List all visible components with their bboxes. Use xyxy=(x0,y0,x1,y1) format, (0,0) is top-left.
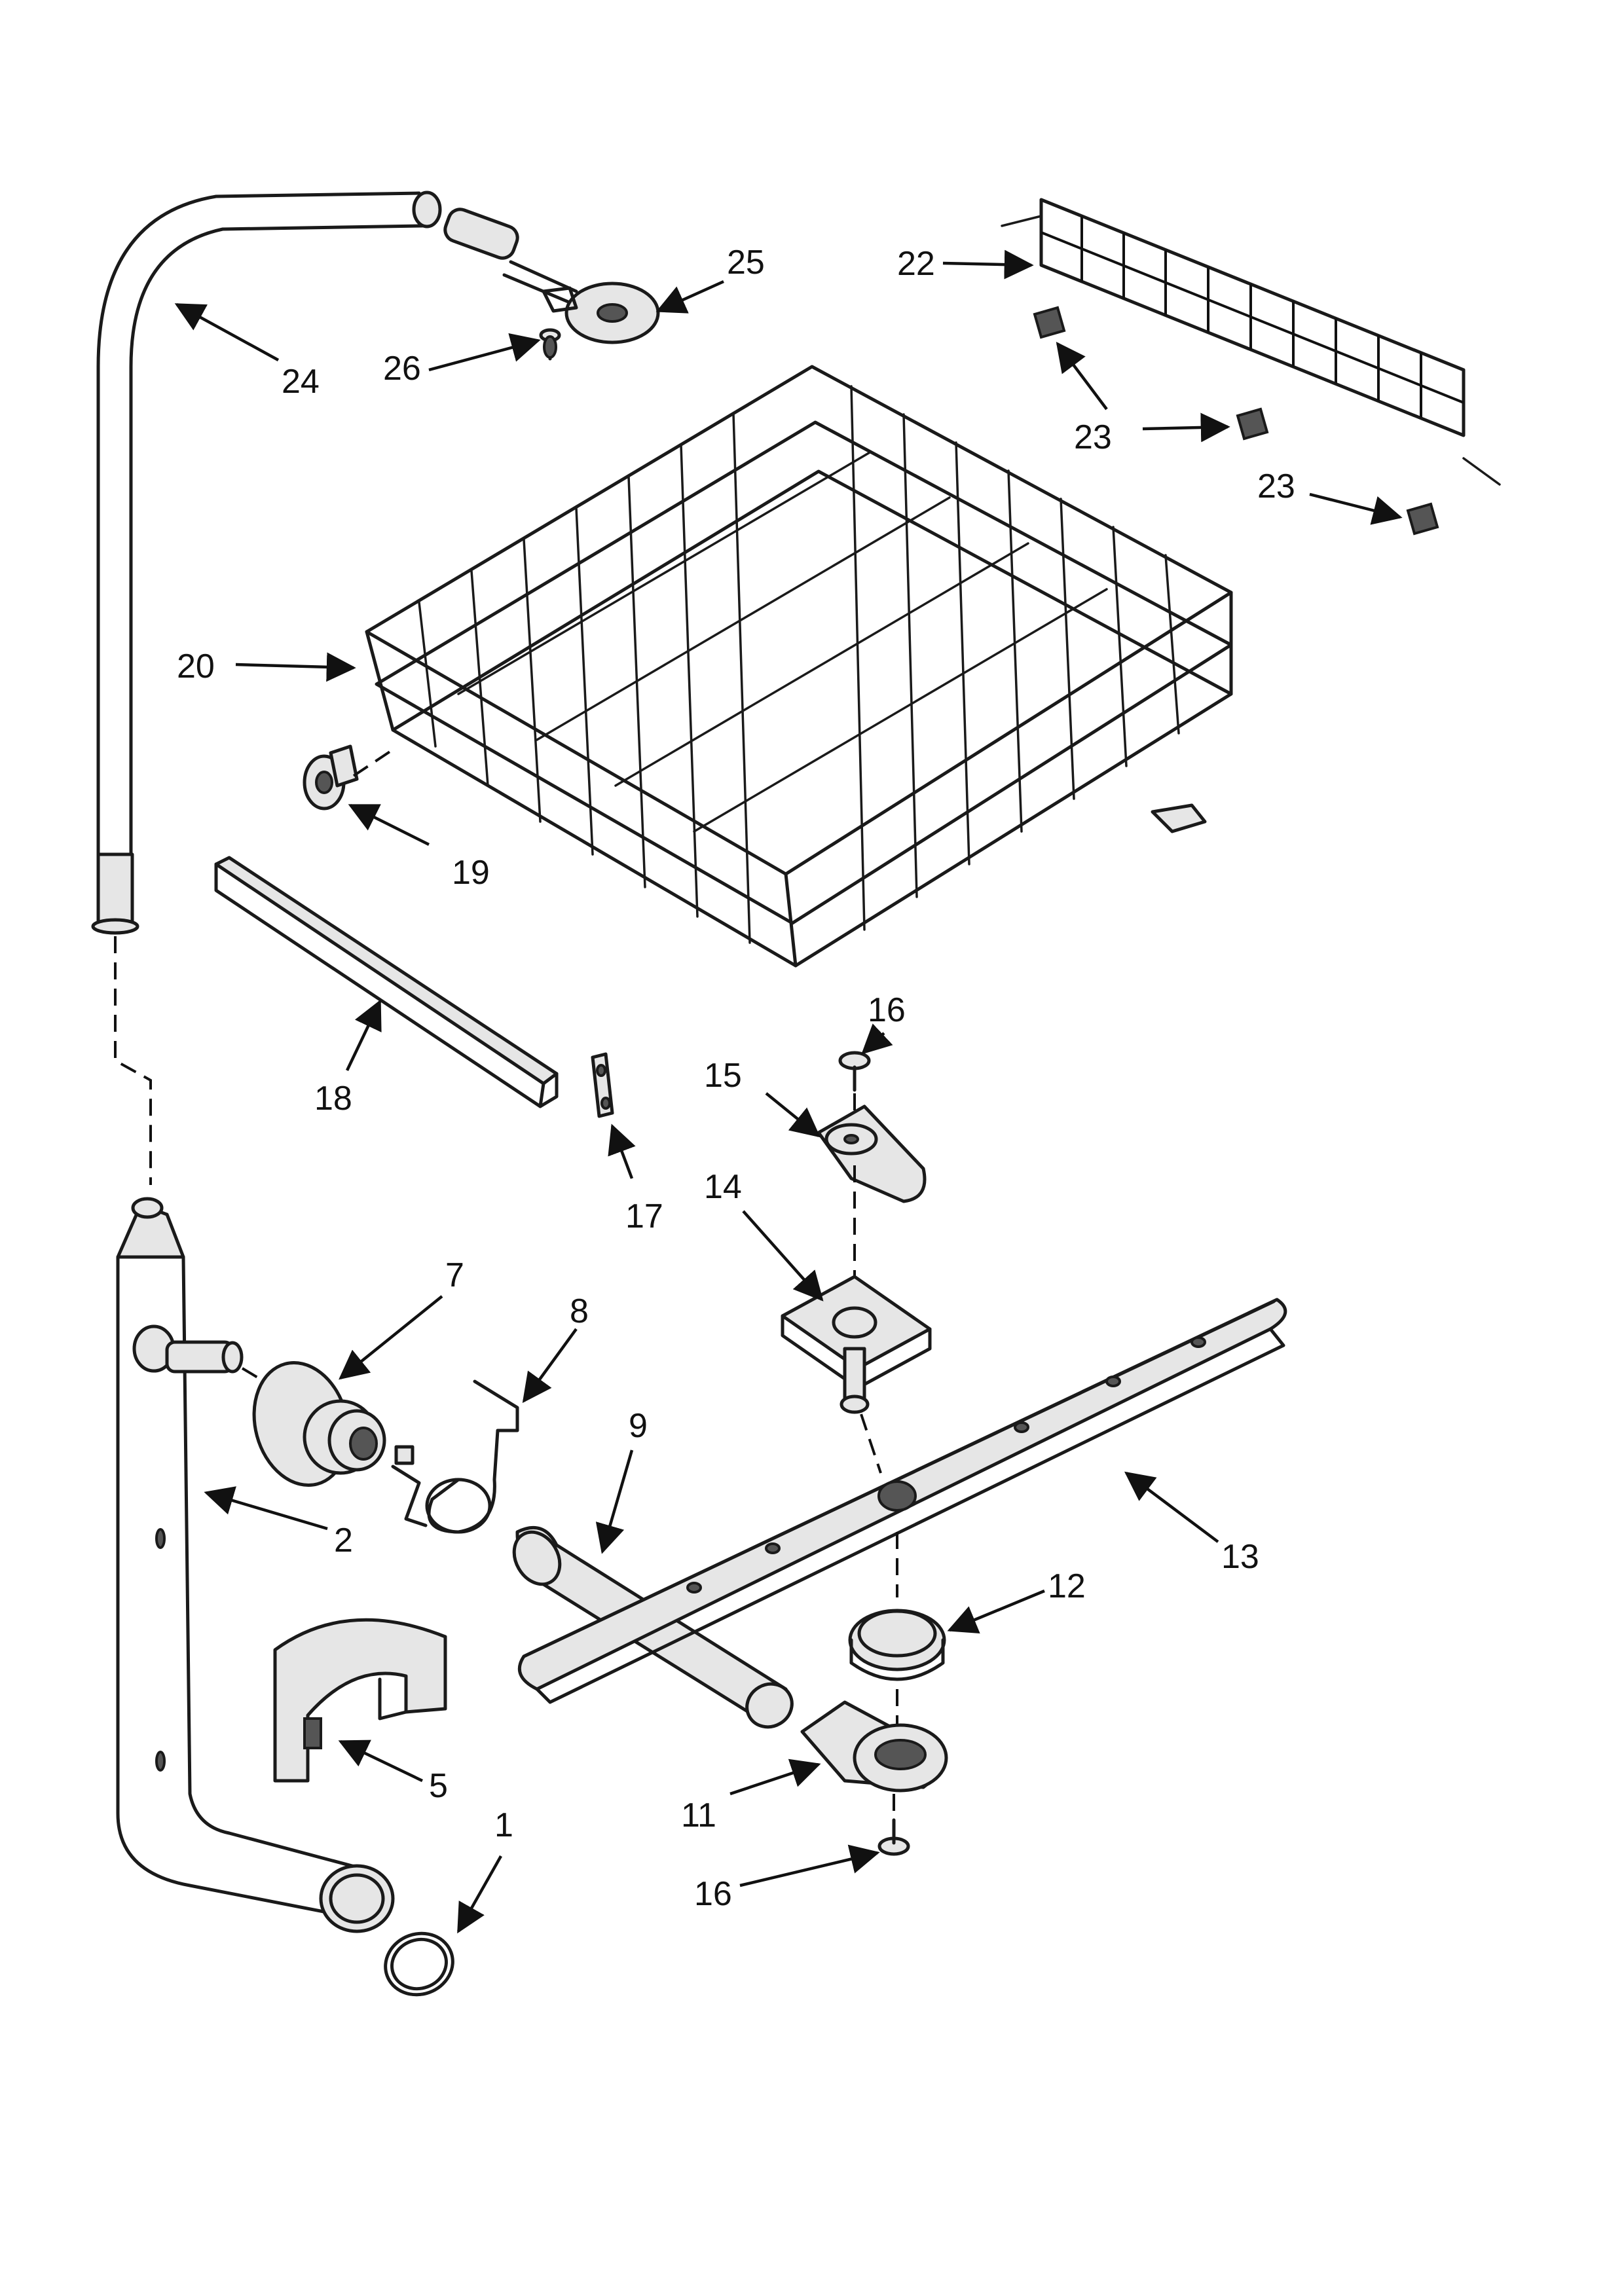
callout-7: 7 xyxy=(445,1256,464,1294)
callout-12: 12 xyxy=(1048,1567,1086,1605)
callout-13: 13 xyxy=(1221,1538,1259,1576)
callout-20: 20 xyxy=(177,647,215,685)
manifold-part-2 xyxy=(116,1197,395,1933)
rack-wheel-part-19 xyxy=(303,744,394,811)
callout-1: 1 xyxy=(494,1806,513,1844)
rail-stop-part-17 xyxy=(591,1052,614,1118)
callout-23-a: 23 xyxy=(1074,418,1112,456)
clip-part-23-a xyxy=(1033,306,1066,339)
spring-clip-part-8 xyxy=(391,1379,519,1534)
screw-part-16-bottom xyxy=(877,1818,910,1856)
seal-part-7 xyxy=(252,1360,386,1487)
callout-14: 14 xyxy=(704,1168,742,1206)
callout-8: 8 xyxy=(570,1292,589,1330)
bracket-part-5 xyxy=(273,1618,447,1783)
spray-arm-part-13 xyxy=(517,1298,1287,1704)
callout-23-c: 23 xyxy=(1257,467,1295,505)
cap-part-15 xyxy=(817,1093,927,1283)
callout-2: 2 xyxy=(334,1522,353,1559)
wire-grid-part-22 xyxy=(1001,198,1501,486)
callout-15: 15 xyxy=(704,1057,742,1095)
assembly-line-tube xyxy=(114,936,152,1185)
callout-11: 11 xyxy=(681,1796,716,1834)
nozzle-part-25 xyxy=(443,208,660,344)
o-ring-part-1 xyxy=(384,1931,454,1997)
hub-part-11 xyxy=(800,1700,948,1820)
callout-24: 24 xyxy=(282,363,320,401)
clip-part-23-b xyxy=(1236,407,1269,441)
rack-rail-part-18 xyxy=(214,856,559,1108)
dish-rack-part-20 xyxy=(365,365,1233,968)
ring-part-12 xyxy=(848,1532,946,1728)
callout-22: 22 xyxy=(897,245,935,283)
callout-19: 19 xyxy=(452,854,490,892)
screw-part-16-top xyxy=(838,1051,871,1092)
supply-tube-part-24 xyxy=(91,191,442,935)
bearing-bracket-part-14 xyxy=(781,1275,932,1474)
callout-16-bottom: 16 xyxy=(694,1875,732,1913)
callout-16-top: 16 xyxy=(868,991,906,1029)
screw-part-26 xyxy=(539,328,561,361)
callout-group: 24 25 26 22 23 23 23 20 19 18 17 16 xyxy=(174,244,1403,1934)
callout-5: 5 xyxy=(429,1767,448,1805)
callout-17: 17 xyxy=(625,1197,663,1235)
clip-part-23-c xyxy=(1406,502,1439,536)
callout-25: 25 xyxy=(727,244,765,282)
callout-26: 26 xyxy=(383,350,421,388)
callout-9: 9 xyxy=(629,1407,648,1445)
callout-18: 18 xyxy=(314,1080,352,1118)
